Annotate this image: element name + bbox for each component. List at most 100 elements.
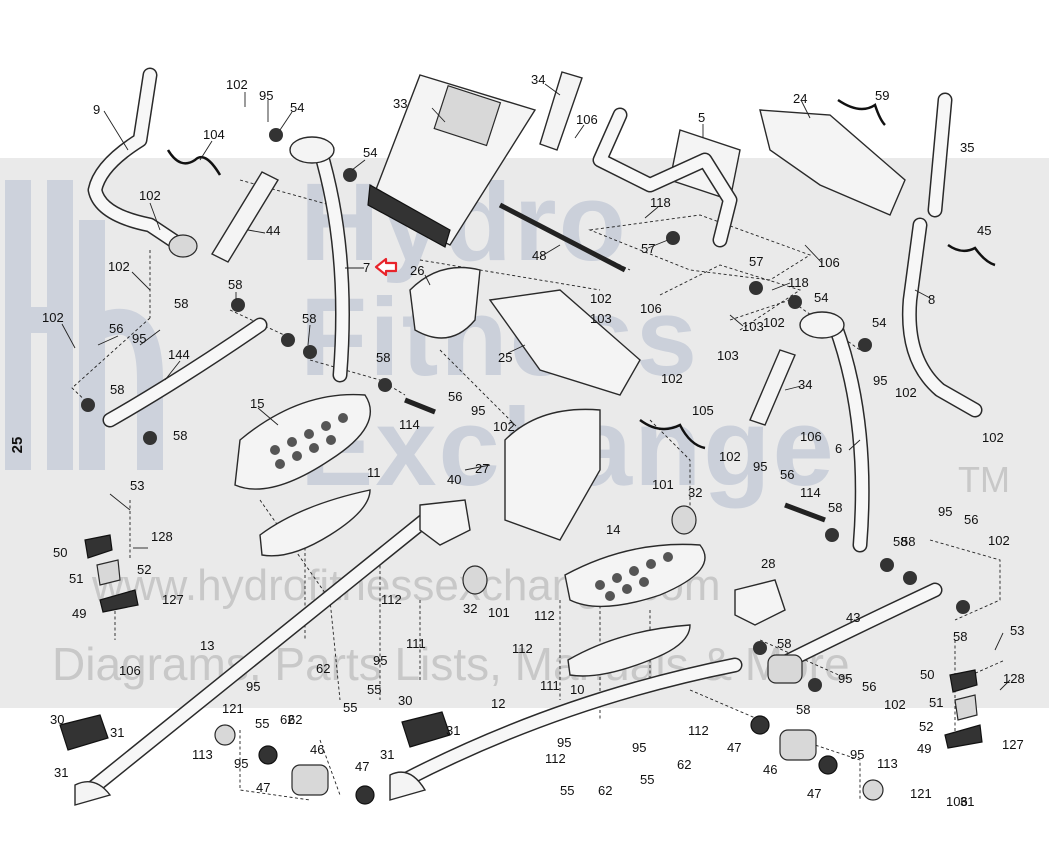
callout-label: 15 [250,396,264,411]
part-axle-114-top [404,397,436,415]
part-plate-10 [567,624,691,677]
callout-label: 95 [132,331,146,346]
callout-label: 12 [491,696,505,711]
callout-label: 121 [910,786,932,801]
callout-label: 55 [343,700,357,715]
part-left-link-arm [102,317,268,428]
callout-label: 31 [960,794,974,809]
callout-label: 49 [72,606,86,621]
part-bracket-group-right [944,669,983,749]
part-pulley-47-b [355,785,375,805]
callout-label: 62 [316,661,330,676]
callout-label: 47 [807,786,821,801]
callout-label: 58 [376,350,390,365]
callout-label: 118 [788,275,809,290]
part-cap-28 [734,579,786,626]
callout-label: 114 [399,417,420,432]
part-right-lower-handlebar [901,217,983,418]
callout-label: 105 [692,403,714,418]
callout-label: 102 [763,315,785,330]
callout-label: 57 [641,241,655,256]
callout-label: 56 [448,389,462,404]
callout-label: 127 [162,592,184,607]
part-bracket-group-left [84,534,139,613]
callout-label: 101 [652,477,674,492]
callout-label: 102 [493,419,515,434]
callout-label: 59 [875,88,889,103]
callout-label: 47 [727,740,741,755]
part-washer-113-left [214,724,236,746]
callout-label: 46 [310,742,324,757]
callout-label: 95 [557,735,571,750]
callout-label: 114 [800,485,821,500]
callout-label: 35 [960,140,974,155]
callout-label: 58 [796,702,810,717]
callout-label: 102 [42,310,64,325]
callout-label: 128 [1003,671,1025,686]
part-pulley-47-a [258,745,278,765]
part-plate-11 [259,489,371,557]
part-end-cap-30-right [401,711,451,748]
callout-label: 95 [938,504,952,519]
part-pulley-47-d [818,755,838,775]
callout-label: 102 [590,291,612,306]
part-upright-5 [592,107,741,248]
callout-label: 55 [367,682,381,697]
part-left-pedal-arm [74,512,433,806]
callout-label: 58 [228,277,242,292]
part-pulley-47-c [750,715,770,735]
callout-label: 102 [982,430,1004,445]
callout-label: 54 [814,290,828,305]
callout-label: 102 [139,188,161,203]
callout-label: 103 [590,311,612,326]
callout-label: 8 [928,292,935,307]
callout-label: 7 [363,260,370,275]
callout-label: 112 [688,723,709,738]
part-right-pedal-arm [389,657,743,801]
callout-label: 52 [919,719,933,734]
callout-label: 26 [410,263,424,278]
callout-label: 62 [598,783,612,798]
callout-label: 52 [137,562,151,577]
callout-label: 106 [576,112,598,127]
part-wire-105 [639,418,706,450]
callout-label: 27 [475,461,489,476]
callout-label: 54 [290,100,304,115]
callout-label: 58 [828,500,842,515]
callout-label: 95 [632,740,646,755]
callout-label: 9 [93,102,100,117]
part-grip-34-right [749,349,796,426]
callout-label: 24 [793,91,807,106]
callout-label: 30 [398,693,412,708]
callout-label: 102 [226,77,248,92]
callout-label: 30 [50,712,64,727]
callout-label: 45 [977,223,991,238]
callout-label: 58 [953,629,967,644]
callout-label: 53 [1010,623,1024,638]
callout-label: 54 [872,315,886,330]
callout-label: 13 [200,638,214,653]
callout-label: 101 [488,605,510,620]
callout-label: 58 [302,311,316,326]
callout-label: 51 [929,695,943,710]
part-left-upper-arm [289,136,350,383]
callout-label: 58 [777,636,791,651]
part-wheel-32-top [671,505,697,535]
callout-label: 28 [761,556,775,571]
callout-label: 34 [798,377,812,392]
page-number: 25 [9,437,26,454]
callout-label: 112 [545,751,566,766]
callout-label: 55 [640,772,654,787]
part-roller-right-mid [767,654,803,684]
callout-label: 31 [54,765,68,780]
callout-label: 48 [532,248,546,263]
callout-label: 14 [606,522,620,537]
part-wheel-32-bottom [462,565,488,595]
callout-label: 95 [873,373,887,388]
callout-label: 62 [288,712,302,727]
watermark-trademark: TM [958,459,1010,500]
callout-label: 106 [119,663,141,678]
part-pedal-14 [564,543,706,608]
callout-label: 25 [498,350,512,365]
callout-label: 103 [742,319,764,334]
